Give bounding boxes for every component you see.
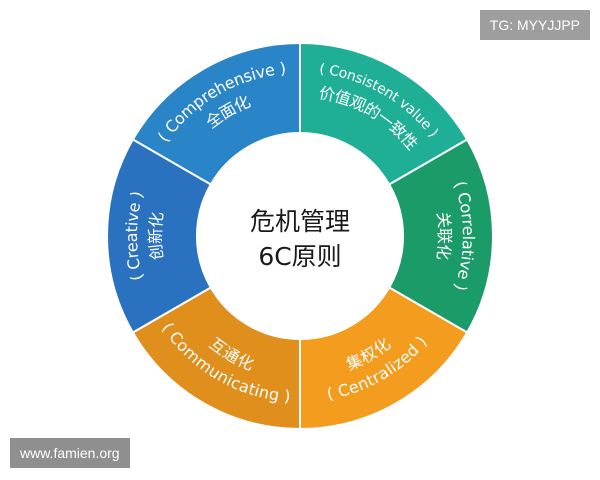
center-title-line1: 危机管理 — [250, 207, 350, 236]
center-circle — [197, 133, 403, 339]
segment-label-zh-correlative: 关联化 — [434, 211, 455, 261]
segment-label-zh-creative: 创新化 — [146, 211, 167, 261]
tg-watermark: TG: MYYJJPP — [479, 10, 590, 40]
center-title-line2: 6C原则 — [258, 242, 341, 271]
site-watermark: www.famien.org — [10, 438, 130, 468]
